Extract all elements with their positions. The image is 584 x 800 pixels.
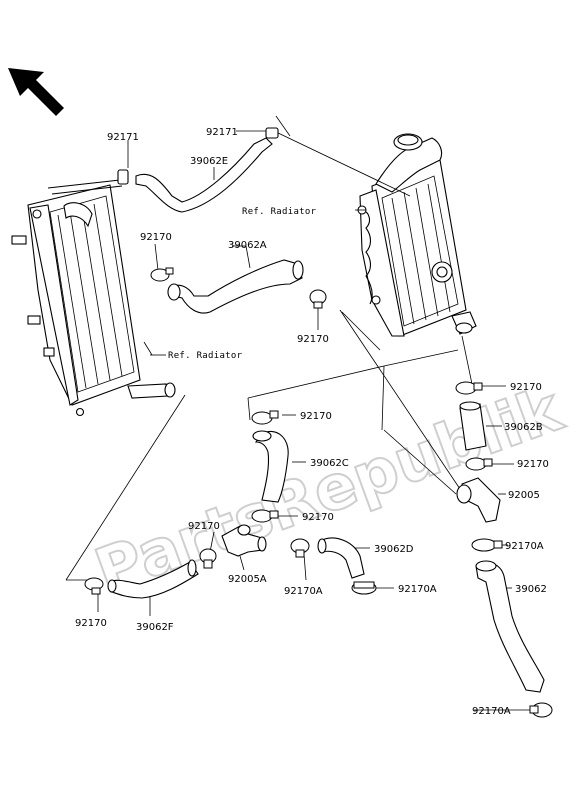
label-92170-upper-left: 92170 [140,232,172,243]
clamp-92170-lower-left [84,577,104,595]
clamp-92170A-3 [351,581,377,595]
label-39062E: 39062E [190,156,228,167]
right-radiator [357,133,477,337]
clamp-92170-center-1 [251,410,279,425]
hose-39062A [167,259,304,314]
label-92170-right-2: 92170 [517,459,549,470]
label-92170A-3: 92170A [398,584,437,595]
clamp-92170A-1 [471,538,503,552]
label-92170A-1: 92170A [505,541,544,552]
label-92170-right-1: 92170 [510,382,542,393]
label-39062B: 39062B [504,422,543,433]
clamp-92170A-2 [290,538,310,558]
hose-39062C [252,430,289,503]
label-39062C: 39062C [310,458,349,469]
clamp-92170-center-2 [251,509,279,523]
hose-39062B [459,401,487,451]
hose-39062F [107,559,199,599]
label-92170-center-1: 92170 [300,411,332,422]
label-92005A: 92005A [228,574,267,585]
clamp-92170A-4 [529,702,553,718]
label-92171-left: 92171 [107,132,139,143]
joint-92005A [221,524,267,557]
label-ref-radiator-right: Ref. Radiator [242,207,317,217]
label-92171-right: 92171 [206,127,238,138]
label-92170-lower-mid: 92170 [188,521,220,532]
label-92170A-4: 92170A [472,706,511,717]
label-92170-lower-left: 92170 [75,618,107,629]
hose-39062 [475,560,545,693]
clamp-92170-upper-mid [309,289,327,309]
label-39062A: 39062A [228,240,267,251]
label-92170A-2: 92170A [284,586,323,597]
left-radiator [11,179,176,417]
leader-lines [65,115,532,711]
label-92170-center-2: 92170 [302,512,334,523]
front-arrow-icon [8,68,64,116]
label-92005: 92005 [508,490,540,501]
clamp-92170-right-2 [465,457,493,471]
hose-39062D [317,537,365,579]
clamp-92170-upper-left [150,267,174,282]
hose-39062E [135,137,273,213]
clamp-92170-right-1 [455,381,483,395]
label-ref-radiator-left: Ref. Radiator [168,351,243,361]
cap-92171-left [117,169,129,185]
label-39062D: 39062D [374,544,414,555]
label-39062: 39062 [515,584,547,595]
joint-92005 [456,477,501,523]
label-39062F: 39062F [136,622,174,633]
cap-92171-right [265,127,279,139]
clamp-92170-lower-mid [199,548,217,569]
label-92170-upper-mid: 92170 [297,334,329,345]
part-labels: 92171 92171 39062E Ref. Radiator 92170 3… [75,127,549,717]
